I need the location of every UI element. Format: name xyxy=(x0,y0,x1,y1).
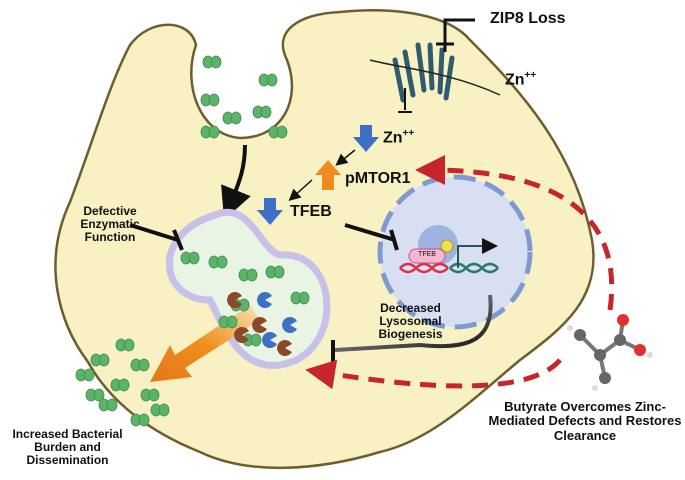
bacterium xyxy=(250,333,262,347)
butyrate-dashed-arrow-top xyxy=(415,155,615,311)
bacterium xyxy=(148,388,160,402)
bacterium xyxy=(138,413,150,427)
pmtor1-label: pMTOR1 xyxy=(345,170,411,187)
bacterium xyxy=(226,315,238,329)
zn-outside-sup: ++ xyxy=(524,70,537,81)
enzyme-icon xyxy=(282,316,297,333)
enzyme-icon xyxy=(234,327,249,343)
bacterium xyxy=(276,125,288,139)
zip8-loss-label: ZIP8 Loss xyxy=(490,10,566,27)
bacterium xyxy=(98,353,110,367)
biogenesis-arrow xyxy=(334,294,493,352)
zn-outside-text: Zn xyxy=(505,71,525,89)
bacterium xyxy=(266,73,278,87)
inhibit-zn-entry xyxy=(398,88,412,113)
zn-outside-label: Zn++ xyxy=(505,70,536,89)
bacterium xyxy=(93,388,105,402)
inhibit-zip8 xyxy=(443,18,475,52)
pmtor1-up-arrow-icon xyxy=(315,160,341,190)
bacterium xyxy=(210,55,222,69)
membrane-segment xyxy=(369,59,501,96)
increased-label: Increased Bacterial Burden and Dissemina… xyxy=(12,427,123,468)
bacterium xyxy=(138,358,150,372)
zn-inside-label: Zn++ xyxy=(383,128,414,147)
enzyme-icon xyxy=(262,331,277,348)
bacterium xyxy=(260,105,272,119)
dna-red xyxy=(399,262,449,274)
bacterium xyxy=(158,403,170,417)
bacterium xyxy=(208,125,220,139)
tfeb-down-arrow-icon xyxy=(257,198,283,225)
defective-label: Defective Enzymatic Function xyxy=(80,204,140,245)
bacterium xyxy=(123,338,135,352)
bacterium xyxy=(298,291,310,305)
butyrate-label: Butyrate Overcomes Zinc-Mediated Defects… xyxy=(488,399,682,443)
zn-inside-sup: ++ xyxy=(402,128,415,139)
zip8-transporter-icon xyxy=(392,42,455,103)
tfeb-protein xyxy=(408,248,446,264)
bacterium xyxy=(216,255,228,269)
enzymes-group xyxy=(227,292,297,356)
tfeb-label: TFEB xyxy=(290,203,332,220)
enzyme-icon xyxy=(227,292,242,308)
bacterium xyxy=(188,251,200,265)
bacterium xyxy=(118,378,130,392)
phagocytosis-arrow xyxy=(221,144,251,220)
bacterium xyxy=(106,398,118,412)
decreased-label: Decreased Lysosomal Biogenesis xyxy=(378,301,443,342)
enzyme-icon xyxy=(257,292,272,308)
bacterium xyxy=(273,265,285,279)
enzyme-icon xyxy=(277,340,292,356)
zn-down-arrow-icon xyxy=(353,125,379,152)
butyrate-molecule-icon xyxy=(567,314,653,391)
bacterium xyxy=(230,111,242,125)
bacterium xyxy=(246,268,258,282)
transcription-arrow xyxy=(457,238,498,268)
bacterium xyxy=(83,368,95,382)
enzyme-icon xyxy=(252,316,267,333)
zn-inside-text: Zn xyxy=(383,129,403,147)
bacterium xyxy=(208,93,220,107)
tfeb-nucleus-label: TFEB xyxy=(418,251,436,258)
